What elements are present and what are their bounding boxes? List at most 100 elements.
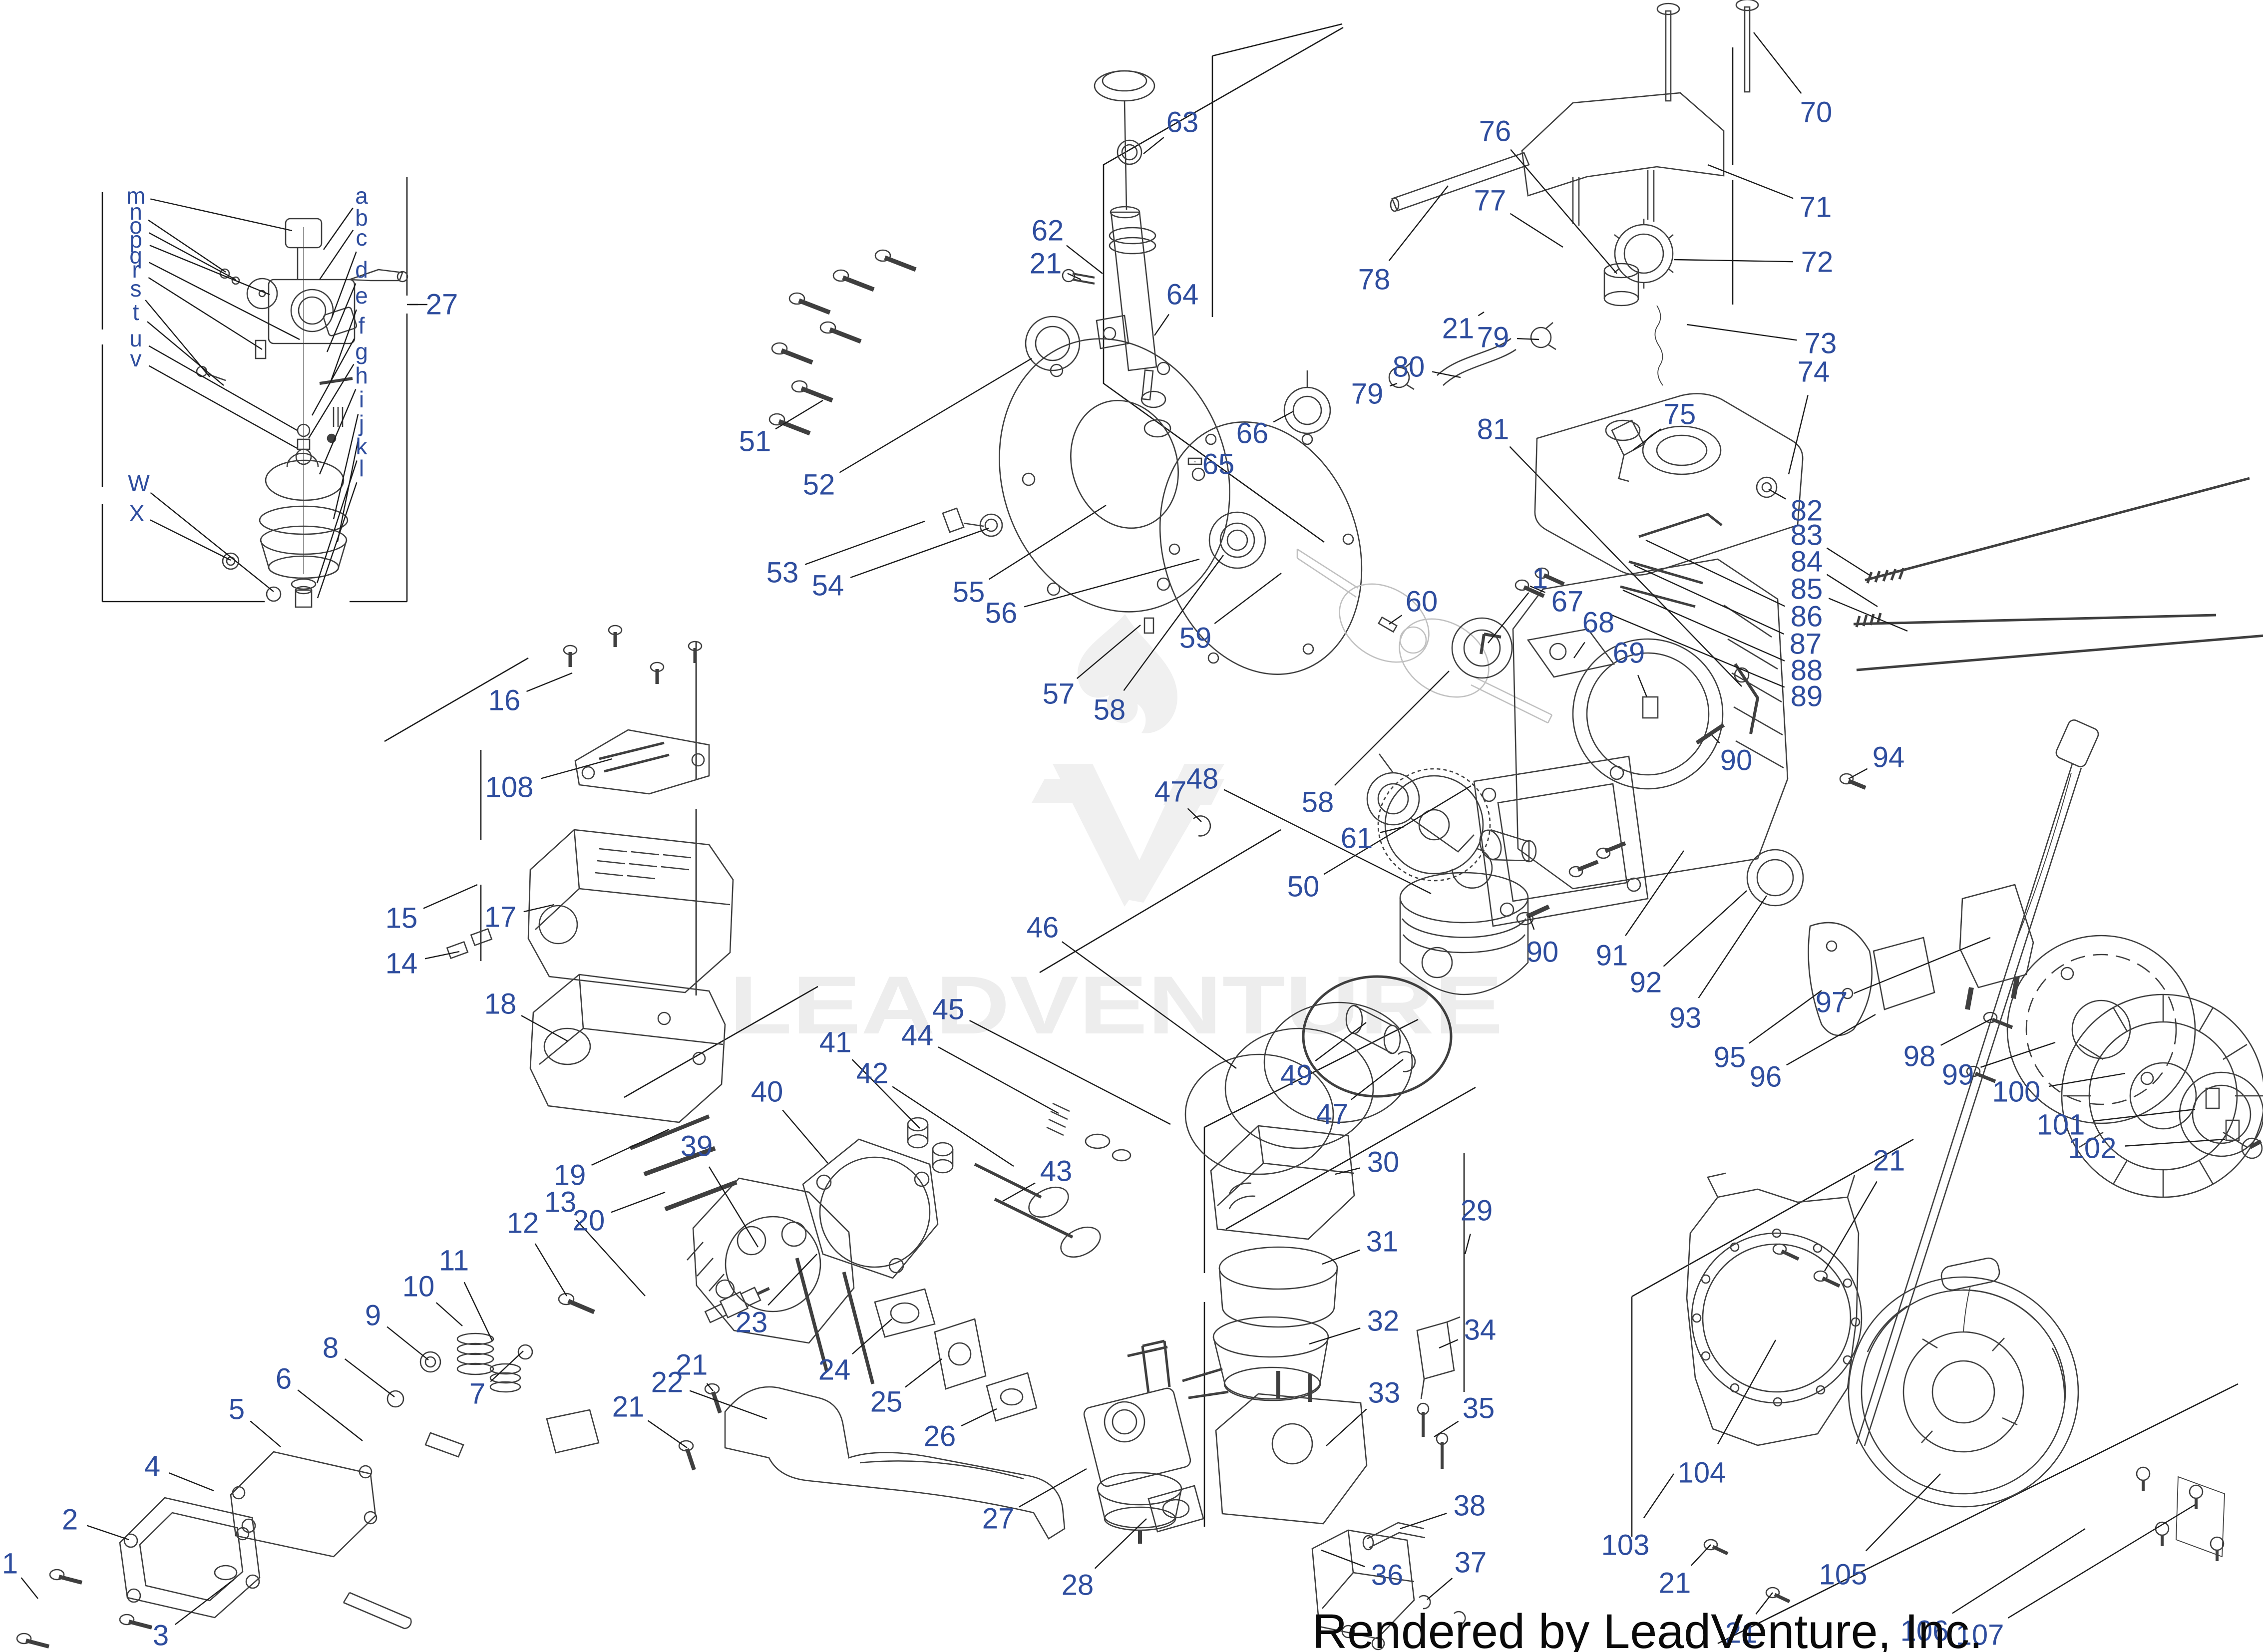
callout-label: 60 [1406, 586, 1438, 618]
inset-leader-line [319, 230, 354, 280]
callout-label: 42 [856, 1057, 889, 1090]
inset-letter-label: s [130, 276, 142, 302]
leader-line [850, 527, 989, 579]
piston-crown [1399, 872, 1529, 924]
callout-label: 77 [1474, 185, 1507, 217]
callout-label: 108 [485, 771, 534, 804]
spark-plug-cap [2055, 719, 2099, 767]
muffler-bracket [574, 729, 710, 795]
leader-line [1755, 1592, 1773, 1615]
leader-line [2125, 1138, 2226, 1147]
callout-label: 94 [1873, 741, 1905, 774]
callout-label: 78 [1358, 264, 1391, 296]
inset-leader-line [150, 519, 231, 561]
leader-line [174, 1579, 234, 1626]
leader-line [423, 884, 478, 909]
air-cleaner-base [1215, 1393, 1368, 1525]
flywheel-fan [2061, 993, 2263, 1198]
callout-label: 47 [1154, 776, 1187, 808]
inset-letter-label: o [129, 213, 142, 239]
oil-seal [1025, 316, 1081, 371]
callout-label: 63 [1166, 106, 1199, 139]
callout-label: 96 [1750, 1061, 1782, 1093]
fuel-hose [1437, 337, 1516, 386]
leader-line [1786, 1013, 1876, 1066]
leader-line [1214, 573, 1282, 625]
callout-label: 103 [1601, 1529, 1650, 1562]
callout-label: 33 [1368, 1377, 1401, 1409]
inset-leader-line [148, 232, 236, 281]
filter-element [1218, 1246, 1338, 1290]
callout-label: 26 [924, 1420, 956, 1453]
callout-label: 76 [1479, 115, 1511, 148]
leader-line [1334, 670, 1450, 786]
callout-label: 46 [1027, 912, 1059, 944]
carburetor-main-drawing [1083, 1339, 1229, 1544]
callout-label: 21 [612, 1391, 645, 1423]
intake-heat-shield-drawing [678, 1288, 1066, 1540]
inset-leader-line [311, 338, 355, 416]
leader-line [1952, 1528, 2086, 1614]
leader-line [534, 1243, 568, 1297]
leader-line [1488, 592, 1529, 644]
callout-label: 19 [554, 1159, 586, 1192]
callout-label: 21 [1873, 1145, 1905, 1177]
leader-line [775, 399, 823, 430]
callout-label: 65 [1202, 448, 1235, 481]
leader-line [988, 504, 1107, 580]
muffler-bolts [563, 625, 703, 684]
leader-line [852, 1319, 892, 1354]
inset-letter-label: e [355, 283, 368, 309]
callout-label: 80 [1393, 351, 1425, 383]
callout-label: 99 [1942, 1059, 1974, 1091]
inset-letter-label: m [126, 183, 145, 209]
leader-line [1478, 311, 1485, 317]
callout-label: 41 [819, 1026, 852, 1059]
leader-line [1611, 614, 1785, 688]
leader-line [851, 1059, 920, 1129]
spark-plug [704, 1287, 770, 1323]
callout-label: 95 [1714, 1041, 1746, 1074]
callout-label: 8 [323, 1332, 339, 1364]
leader-line [1335, 1167, 1360, 1175]
leader-line [523, 904, 555, 913]
callout-label: 21 [676, 1349, 708, 1381]
fuel-tank [1534, 393, 1804, 576]
air-cleaner-group-drawing [1210, 1125, 1466, 1651]
leader-line [1062, 941, 1237, 1069]
callout-label: 56 [985, 597, 1018, 630]
crank-key [1378, 616, 1398, 633]
inset-leader-line [147, 321, 224, 386]
leader-line [1321, 1549, 1365, 1568]
blower-housing [1686, 1188, 1860, 1446]
callout-label: 37 [1455, 1547, 1487, 1579]
leader-line [1067, 273, 1082, 281]
callout-label: 70 [1800, 96, 1833, 129]
callout-label: 69 [1613, 637, 1645, 669]
leader-line [1663, 890, 1747, 967]
choke-knob [285, 218, 323, 249]
leader-line [905, 1358, 942, 1388]
frame-lines [101, 23, 2239, 1645]
callout-label: 83 [1791, 519, 1823, 552]
callout-label: 81 [1477, 413, 1509, 446]
fuel-tank-group-drawing [1388, 0, 1804, 576]
callout-label: 86 [1791, 601, 1823, 633]
valve-springs [456, 1332, 521, 1393]
leader-line [1980, 1041, 2056, 1068]
inset-leader-line [330, 309, 358, 382]
callout-label: 100 [1992, 1076, 2041, 1108]
footer-credit: Rendered by LeadVenture, Inc. [1312, 1604, 1983, 1652]
leader-line [1788, 395, 1809, 475]
callout-label: 21 [1442, 313, 1475, 345]
leader-line [1824, 1181, 1878, 1272]
leader-line [86, 1525, 129, 1541]
ball-bearing-2 [1451, 617, 1513, 679]
callout-label: 61 [1341, 822, 1373, 855]
callout-label: 105 [1819, 1559, 1868, 1591]
inset-letter-label: p [129, 227, 142, 253]
leader-line [297, 1389, 363, 1441]
bracket-95 [1808, 922, 1873, 1036]
leader-line [1633, 564, 1784, 635]
